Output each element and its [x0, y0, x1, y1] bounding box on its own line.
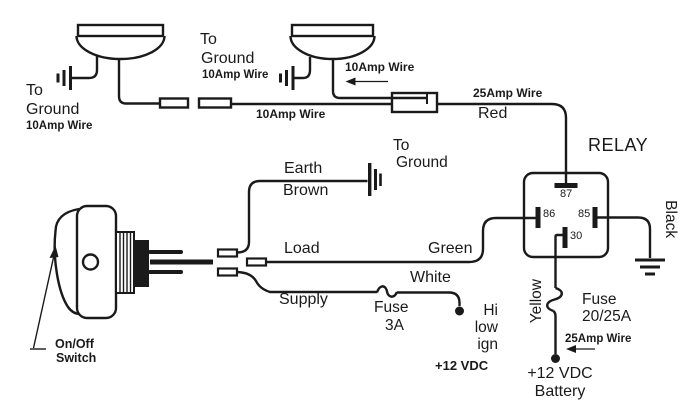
lamp-left-ground-to: To: [26, 82, 43, 99]
battery-voltage: +12 VDC: [527, 365, 593, 382]
battery-wire-lower: [552, 310, 557, 354]
arrow-10amp-head: [345, 77, 356, 86]
load-wire-color: Green: [428, 240, 473, 257]
bullet-connector: [245, 257, 268, 267]
switch-pointer-arrow: [30, 245, 59, 350]
lamp-left-ground-gauge: 10Amp Wire: [26, 120, 93, 132]
wire-annotation-arrows: [345, 77, 595, 353]
ground-symbol-earth: [368, 163, 382, 196]
relay-ground-wire: [597, 216, 652, 258]
supply-fuse-squiggle: [375, 285, 399, 298]
relay-pin-85-label: 85: [578, 208, 591, 220]
ignition-source-line1: Hi: [483, 302, 498, 319]
mid-ground-to: To: [393, 137, 410, 154]
supply-wire-name: Supply: [279, 291, 328, 308]
switch-rocker: [53, 207, 81, 316]
relay-terminal-87: [554, 183, 578, 188]
supply-fuse-rating: 3A: [385, 317, 404, 334]
bullet-connector: [216, 267, 239, 277]
lamp-left-ground-label: Ground: [26, 101, 80, 118]
lamp-right-ground-lead: [294, 57, 312, 80]
mid-ground-label: Ground: [396, 154, 448, 171]
main-fuse-holder: [331, 58, 568, 186]
battery-fuse-label: Fuse: [582, 291, 617, 308]
onoff-switch: [30, 204, 268, 350]
lamp-right-ground-gauge: 10Amp Wire: [202, 69, 269, 81]
relay-terminal-85: [592, 207, 598, 228]
earth-wire-name: Earth: [284, 160, 323, 177]
switch-thread-collar: [115, 231, 135, 294]
load-wire: [266, 216, 536, 264]
switch-label-line1: On/Off: [55, 337, 94, 351]
relay-terminals: [535, 183, 665, 363]
relay-pin-86-label: 86: [543, 208, 556, 220]
relay-terminal-86: [535, 207, 541, 228]
lamp-left: [56, 23, 393, 109]
lamp-left-cap: [76, 23, 165, 38]
bullet-connector: [197, 97, 233, 109]
relay-title: RELAY: [588, 135, 649, 155]
ignition-voltage: +12 VDC: [435, 358, 489, 373]
ignition-source-line3: ign: [477, 336, 498, 353]
supply-fuse-label: Fuse: [374, 299, 409, 316]
bullet-connector: [216, 248, 239, 258]
relay-ground-wire-color: Black: [662, 200, 680, 239]
battery-wire-gauge: 25Amp Wire: [565, 333, 632, 345]
relay-terminal-30: [562, 227, 568, 248]
ground-symbol-relay: [635, 258, 665, 276]
lamp-right-ground-to: To: [200, 31, 217, 48]
ignition-source-line2: low: [474, 319, 498, 336]
lamp-left-ground-lead: [71, 56, 99, 80]
switch-pivot: [81, 253, 100, 271]
battery-name: Battery: [534, 383, 586, 400]
switch-thread-ribs: [119, 233, 132, 292]
lamp-right-ground-label: Ground: [201, 50, 255, 67]
lamp-right-dome: [289, 35, 376, 61]
switch-base-block: [134, 240, 149, 287]
supply-wire-color: White: [410, 269, 451, 286]
battery-fuse-rating: 20/25A: [582, 308, 632, 325]
feed-relay-gauge: 25Amp Wire: [473, 86, 543, 100]
lamp-right: [279, 23, 376, 90]
feed-relay-color: Red: [478, 105, 508, 122]
ground-symbol-lamp-left: [56, 66, 72, 90]
feed-lamp-gauge: 10Amp Wire: [256, 107, 326, 121]
relay-pin-30-label: 30: [570, 230, 583, 242]
fuse-holder-box: [390, 91, 439, 114]
battery-fuse-squiggle: [546, 286, 563, 313]
ignition-terminal-dot: [455, 306, 464, 316]
battery-terminal-dot: [551, 354, 560, 363]
feed-wire-to-relay: [436, 102, 568, 186]
battery-wire-upper: [554, 233, 563, 288]
switch-label-line2: Switch: [56, 351, 97, 365]
battery-wire-color: Yellow: [527, 279, 545, 324]
arrow-25amp-head: [566, 345, 576, 353]
lamp-left-feed-lead: [117, 58, 160, 105]
supply-wire: [236, 270, 464, 316]
ground-symbol-lamp-right: [279, 66, 295, 90]
bullet-connector: [158, 97, 190, 109]
earth-wire-color: Brown: [283, 182, 329, 199]
lamp-right-cap: [290, 23, 375, 38]
earth-wire: [236, 163, 382, 254]
lamp-right-feed-lead: [331, 58, 427, 100]
lamp-left-dome: [75, 35, 166, 61]
load-wire-name: Load: [284, 240, 320, 257]
relay-pin-87-label: 87: [560, 188, 573, 200]
lamp-right-feed-gauge: 10Amp Wire: [345, 60, 415, 74]
